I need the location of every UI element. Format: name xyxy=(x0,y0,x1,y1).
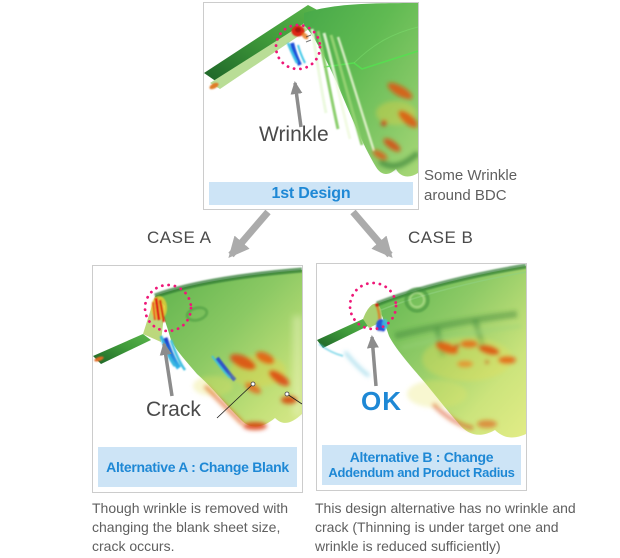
panel-alternative-a: Crack Alternative A : Change Blank xyxy=(92,265,303,493)
wrinkle-highlight-circle xyxy=(274,23,322,71)
ok-highlight-circle xyxy=(348,281,398,331)
banner-1st-design: 1st Design xyxy=(209,182,413,205)
flange-band xyxy=(93,334,151,364)
branch-arrows xyxy=(228,210,393,259)
stress-patches xyxy=(372,82,418,161)
tiny-annotation-marks xyxy=(305,34,312,43)
render-alternative-a: Crack xyxy=(93,266,302,447)
simulation-render-case-b xyxy=(317,264,526,438)
ok-pointer-arrow xyxy=(366,335,379,387)
simulation-render-case-a xyxy=(93,267,302,430)
note-some-wrinkle: Some Wrinkle around BDC xyxy=(424,167,518,204)
dimple-feature xyxy=(185,306,209,322)
render-1st-design: Wrinkle xyxy=(204,3,418,180)
flange-band xyxy=(204,5,321,90)
crack-defect xyxy=(151,296,167,323)
case-b-label: CASE B xyxy=(408,228,474,247)
case-a-label: CASE A xyxy=(147,228,212,247)
wrinkle-pointer-arrow xyxy=(290,81,303,128)
banner-alternative-b-line1: Alternative B : Change xyxy=(349,449,494,465)
ok-label: OK xyxy=(361,386,402,416)
banner-alternative-b-line2: Addendum and Product Radius xyxy=(328,465,515,480)
wrinkle-defect xyxy=(286,25,312,81)
banner-alternative-b: Alternative B : Change Addendum and Prod… xyxy=(322,445,521,485)
banner-alternative-a: Alternative A : Change Blank xyxy=(98,447,297,487)
stress-patches xyxy=(343,337,516,430)
dimple-feature xyxy=(404,287,430,313)
stress-patches xyxy=(193,351,297,430)
crack-pointer-arrow xyxy=(159,342,174,397)
wrinkle-streaks xyxy=(310,28,376,152)
panel-alternative-b: OK Alternative B : Change Addendum and P… xyxy=(316,263,527,491)
caption-case-a: Though wrinkle is removed with changing … xyxy=(92,500,289,554)
render-alternative-b: OK xyxy=(317,264,526,445)
flange-band xyxy=(317,319,370,357)
main-surface xyxy=(304,3,418,177)
panel-1st-design: Wrinkle 1st Design xyxy=(203,2,419,210)
wrinkle-label: Wrinkle xyxy=(259,123,329,146)
crack-label: Crack xyxy=(146,398,201,421)
simulation-render-1st-design xyxy=(204,3,418,177)
measurement-callouts xyxy=(216,381,302,419)
crack-highlight-circle xyxy=(143,283,193,333)
arrow-to-case-b xyxy=(350,210,393,259)
caption-case-b: This design alternative has no wrinkle a… xyxy=(315,500,576,554)
arrow-to-case-a xyxy=(228,210,271,259)
